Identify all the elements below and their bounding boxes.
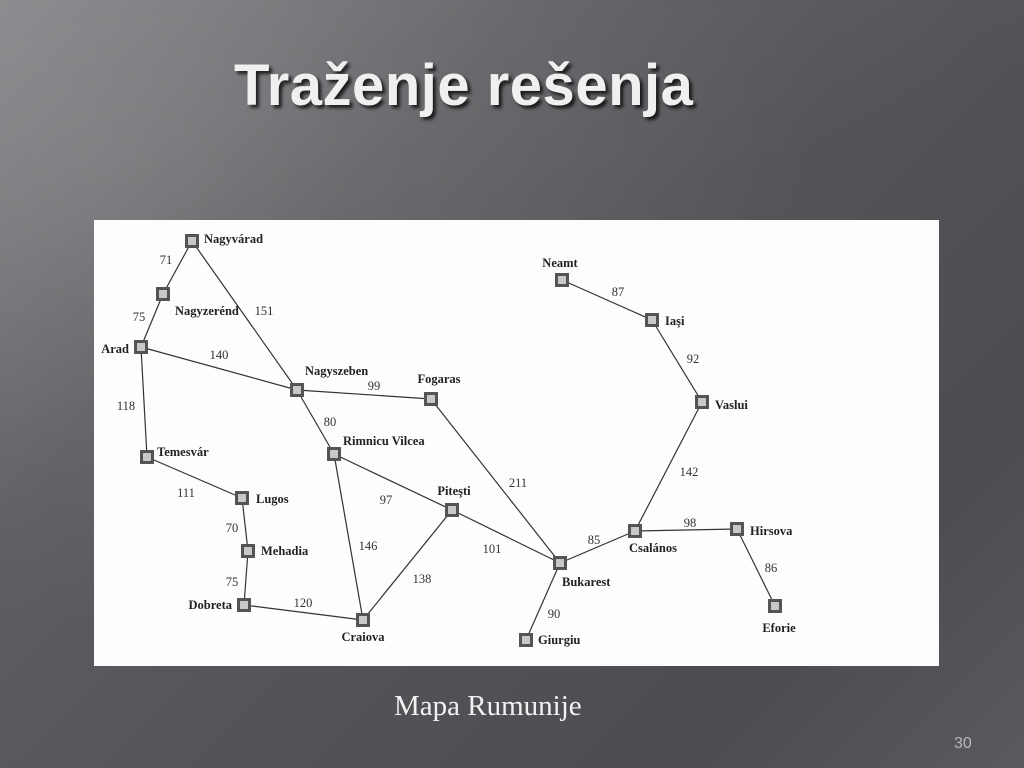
slide-caption: Mapa Rumunije (394, 690, 582, 722)
city-label-rimnicu: Rimnicu Vilcea (343, 434, 425, 448)
road-rimnicu-craiova (333, 453, 364, 621)
city-label-eforie: Eforie (762, 621, 796, 635)
roads-layer (140, 240, 776, 641)
city-node-mehadia (241, 544, 255, 558)
road-csalanos-vaslui (634, 401, 703, 532)
city-label-mehadia: Mehadia (261, 544, 309, 558)
city-node-nagyzerend (156, 287, 170, 301)
distance-label-nagyvarad-nagyszeben: 151 (255, 304, 274, 318)
road-dobreta-craiova (243, 604, 364, 621)
city-node-dobreta (237, 598, 251, 612)
romania-map-graph: 71 75 151 140 118 111 70 75 120 99 80 97 146 138 101 21… (101, 232, 796, 647)
city-label-dobreta: Dobreta (188, 598, 232, 612)
road-vaslui-iasi (651, 319, 703, 403)
city-node-vaslui (695, 395, 709, 409)
city-label-iasi: Iaşi (665, 314, 685, 328)
romania-map-panel: 71 75 151 140 118 111 70 75 120 99 80 97 146 138 101 21… (94, 220, 939, 666)
city-label-nagyszeben: Nagyszeben (305, 364, 368, 378)
city-label-lugos: Lugos (256, 492, 289, 506)
city-label-fogaras: Fogaras (417, 372, 460, 386)
city-node-lugos (235, 491, 249, 505)
distance-label-csalanos-hirsova: 98 (684, 516, 697, 530)
road-nagyvarad-nagyzerend (162, 240, 193, 295)
city-node-craiova (356, 613, 370, 627)
distance-label-iasi-neamt: 87 (612, 285, 625, 299)
city-label-temesvar: Temesvár (157, 445, 209, 459)
city-label-vaslui: Vaslui (715, 398, 748, 412)
distance-label-bukarest-csalanos: 85 (588, 533, 601, 547)
road-nagyvarad-nagyszeben (191, 240, 298, 391)
road-bukarest-csalanos (559, 530, 636, 564)
city-label-neamt: Neamt (542, 256, 578, 270)
city-label-arad: Arad (101, 342, 129, 356)
city-node-hirsova (730, 522, 744, 536)
city-node-neamt (555, 273, 569, 287)
distance-label-rimnicu-craiova: 146 (359, 539, 378, 553)
city-node-temesvar (140, 450, 154, 464)
city-node-eforie (768, 599, 782, 613)
city-label-nagyvarad: Nagyvárad (204, 232, 263, 246)
distance-label-nagyzerend-arad: 75 (133, 310, 146, 324)
city-node-nagyvarad (185, 234, 199, 248)
road-arad-nagyszeben (140, 346, 298, 391)
city-label-nagyzerend: Nagyzerénd (175, 304, 239, 318)
road-rimnicu-pitesti (333, 453, 453, 511)
road-fogaras-bukarest (430, 398, 561, 564)
city-node-csalanos (628, 524, 642, 538)
city-node-iasi (645, 313, 659, 327)
city-node-arad (134, 340, 148, 354)
distance-label-pitesti-bukarest: 101 (483, 542, 502, 556)
distance-label-fogaras-bukarest: 211 (509, 476, 527, 490)
road-lugos-mehadia (241, 497, 249, 552)
road-nagyszeben-rimnicu (296, 389, 335, 455)
distance-label-rimnicu-pitesti: 97 (380, 493, 393, 507)
city-label-csalanos: Csalános (629, 541, 677, 555)
distance-label-temesvar-lugos: 111 (177, 486, 195, 500)
distance-label-lugos-mehadia: 70 (226, 521, 239, 535)
distance-label-csalanos-vaslui: 142 (680, 465, 699, 479)
city-label-hirsova: Hirsova (750, 524, 793, 538)
distance-label-vaslui-iasi: 92 (687, 352, 700, 366)
road-temesvar-lugos (146, 456, 243, 499)
city-labels-layer: NagyváradNagyzeréndAradTemesvárLugosMeha… (101, 232, 796, 647)
city-label-pitesti: Piteşti (437, 484, 471, 498)
road-mehadia-dobreta (243, 550, 249, 606)
city-label-bukarest: Bukarest (562, 575, 611, 589)
distance-label-hirsova-eforie: 86 (765, 561, 778, 575)
road-csalanos-hirsova (634, 528, 738, 532)
city-node-rimnicu (327, 447, 341, 461)
distance-label-nagyszeben-fogaras: 99 (368, 379, 381, 393)
city-nodes-layer (134, 234, 782, 647)
road-nagyzerend-arad (140, 293, 164, 348)
road-craiova-pitesti (362, 509, 453, 621)
city-node-nagyszeben (290, 383, 304, 397)
distance-label-bukarest-giurgiu: 90 (548, 607, 561, 621)
distance-labels-layer: 71 75 151 140 118 111 70 75 120 99 80 97 146 138 101 21… (117, 253, 777, 621)
city-node-bukarest (553, 556, 567, 570)
distance-label-craiova-pitesti: 138 (413, 572, 432, 586)
distance-label-nagyvarad-nagyzerend: 71 (160, 253, 173, 267)
road-hirsova-eforie (736, 528, 776, 607)
city-node-giurgiu (519, 633, 533, 647)
road-bukarest-giurgiu (525, 562, 561, 641)
distance-label-arad-nagyszeben: 140 (210, 348, 229, 362)
city-label-craiova: Craiova (341, 630, 385, 644)
road-iasi-neamt (561, 279, 653, 321)
distance-label-nagyszeben-rimnicu: 80 (324, 415, 337, 429)
distance-label-arad-temesvar: 118 (117, 399, 135, 413)
city-node-fogaras (424, 392, 438, 406)
page-number: 30 (954, 735, 972, 752)
city-node-pitesti (445, 503, 459, 517)
distance-label-mehadia-dobreta: 75 (226, 575, 239, 589)
city-label-giurgiu: Giurgiu (538, 633, 580, 647)
road-arad-temesvar (140, 346, 148, 458)
road-nagyszeben-fogaras (296, 389, 432, 400)
distance-label-dobreta-craiova: 120 (294, 596, 313, 610)
slide-title: Traženje rešenja (234, 53, 694, 118)
road-pitesti-bukarest (451, 509, 561, 564)
